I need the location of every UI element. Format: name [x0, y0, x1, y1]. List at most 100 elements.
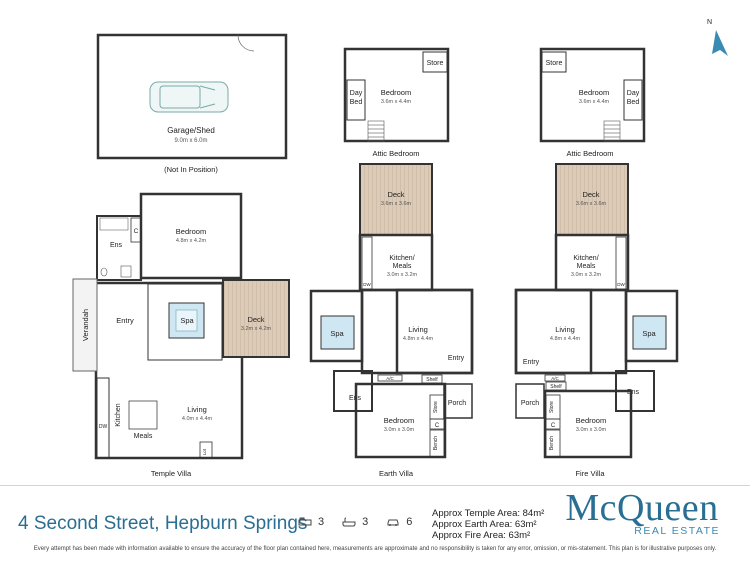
area-earth: Approx Earth Area: 63m² — [432, 519, 537, 530]
stairs-icon — [367, 120, 385, 142]
fire-store-label: Store — [549, 401, 555, 413]
dining-table-icon — [128, 400, 158, 430]
area-fire: Approx Fire Area: 63m² — [432, 530, 531, 541]
temple-living-label: Living — [187, 405, 207, 414]
earth-bench-label: Bench — [433, 436, 439, 450]
fire-villa-title: Fire Villa — [575, 469, 605, 478]
attic-bedroom-label: Bedroom — [381, 88, 411, 97]
earth-entry-label: Entry — [448, 355, 465, 362]
fire-deck-label: Deck — [582, 190, 599, 199]
temple-villa: Bedroom 4.8m x 4.2m C Ens Spa Deck 3.2m … — [72, 192, 290, 478]
temple-dw-label: DW — [99, 424, 108, 430]
fire-kitchen-label: Kitchen/ — [573, 255, 598, 262]
fire-bedroom-dim: 3.0m x 3.0m — [576, 427, 607, 433]
earth-living-label: Living — [408, 325, 428, 334]
earth-shelf-label: Shelf — [426, 377, 438, 383]
disclaimer: Every attempt has been made with informa… — [33, 546, 717, 552]
attic-bed-label: Bed — [627, 99, 640, 106]
earth-deck-dim: 3.6m x 3.6m — [381, 201, 412, 207]
temple-bedroom-dim: 4.8m x 4.2m — [176, 238, 207, 244]
temple-entry-label: Entry — [116, 316, 134, 325]
earth-dw-label: DW — [363, 282, 371, 287]
temple-ens-label: Ens — [110, 242, 123, 249]
earth-living-dim: 4.8m x 4.4m — [403, 336, 434, 342]
attic-day-label: Day — [627, 90, 640, 97]
earth-villa: Deck 3.6m x 3.6m Kitchen/ Meals 3.0m x 3… — [309, 163, 474, 478]
attic-bed-label: Bed — [350, 99, 363, 106]
earth-spa-label: Spa — [330, 329, 344, 338]
temple-deck-dim: 3.2m x 4.2m — [241, 326, 272, 332]
car-icon — [149, 81, 229, 113]
earth-kitchen-label: Kitchen/ — [389, 255, 414, 262]
temple-c-label: C — [134, 228, 139, 235]
logo-main: McQueen — [565, 487, 719, 529]
fire-c-label: C — [551, 423, 556, 429]
temple-verandah-label: Verandah — [81, 309, 90, 341]
attic-bedroom-earth: Store Day Bed Bedroom 3.6m x 4.4m Attic … — [343, 47, 450, 158]
car-count: 6 — [386, 516, 412, 528]
stairs-icon — [603, 120, 621, 142]
garage-note: (Not In Position) — [164, 165, 218, 174]
attic-title: Attic Bedroom — [372, 149, 419, 158]
bed-count-value: 3 — [318, 516, 325, 528]
fire-porch-label: Porch — [521, 400, 539, 407]
fire-meals-label: Meals — [577, 263, 596, 270]
basin-icon — [120, 265, 132, 278]
bed-count: 3 — [298, 516, 324, 528]
attic-title: Attic Bedroom — [566, 149, 613, 158]
garage-dim: 9.0m x 6.0m — [174, 138, 207, 144]
attic-bedroom-fire: Store Day Bed Bedroom 3.6m x 4.4m Attic … — [539, 47, 646, 158]
earth-meals-label: Meals — [393, 263, 412, 270]
area-temple: Approx Temple Area: 84m² — [432, 508, 545, 519]
fire-shelf-label: Shelf — [550, 384, 562, 390]
fire-dw-label: DW — [617, 282, 625, 287]
car-count-value: 6 — [406, 516, 413, 528]
attic-day-label: Day — [350, 90, 363, 97]
property-address: 4 Second Street, Hepburn Springs — [18, 513, 308, 534]
bed-icon — [298, 517, 312, 526]
fire-living-dim: 4.8m x 4.4m — [550, 336, 581, 342]
garage-shed: Garage/Shed 9.0m x 6.0m (Not In Position… — [96, 33, 288, 174]
temple-meals-label: Meals — [134, 433, 153, 440]
attic-bedroom-label: Bedroom — [579, 88, 609, 97]
earth-villa-title: Earth Villa — [379, 469, 414, 478]
earth-kitchen-dim: 3.0m x 3.2m — [387, 272, 418, 278]
attic-bedroom-dim: 3.6m x 4.4m — [579, 99, 610, 105]
fire-entry-label: Entry — [523, 359, 540, 366]
earth-porch-label: Porch — [448, 400, 466, 407]
footer: 4 Second Street, Hepburn Springs 3 3 6 A… — [0, 485, 750, 564]
temple-villa-title: Temple Villa — [151, 469, 192, 478]
fire-spa-label: Spa — [642, 329, 656, 338]
earth-c-label: C — [435, 423, 440, 429]
floor-plan: Garage/Shed 9.0m x 6.0m (Not In Position… — [72, 19, 728, 478]
attic-store-label: Store — [546, 60, 563, 67]
earth-store-label: Store — [433, 401, 439, 413]
earth-deck-label: Deck — [387, 190, 404, 199]
bath-count-value: 3 — [362, 516, 369, 528]
fire-living-label: Living — [555, 325, 575, 334]
earth-ac-label: A/C — [386, 376, 394, 381]
temple-kitchen-label: Kitchen — [115, 403, 122, 426]
temple-bedroom-label: Bedroom — [176, 227, 206, 236]
fire-villa: Deck 3.6m x 3.6m Kitchen/ Meals 3.0m x 3… — [514, 163, 679, 478]
area-list: Approx Temple Area: 84m² Approx Earth Ar… — [432, 508, 544, 541]
bath-icon — [342, 517, 356, 527]
temple-deck-label: Deck — [247, 315, 264, 324]
fire-deck-dim: 3.6m x 3.6m — [576, 201, 607, 207]
fire-kitchen-dim: 3.0m x 3.2m — [571, 272, 602, 278]
svg-text:N: N — [707, 19, 712, 26]
garage-label: Garage/Shed — [167, 126, 215, 135]
attic-store-label: Store — [427, 60, 444, 67]
car-icon — [387, 519, 399, 526]
fire-ens-label: Ens — [627, 389, 640, 396]
temple-living-dim: 4.0m x 4.4m — [182, 416, 213, 422]
north-arrow-icon: N — [707, 19, 728, 56]
fire-bench-label: Bench — [549, 436, 555, 450]
toilet-icon — [100, 267, 108, 277]
mcqueen-logo: McQueen REAL ESTATE — [552, 488, 732, 537]
fire-bedroom-label: Bedroom — [576, 416, 606, 425]
earth-bedroom-label: Bedroom — [384, 416, 414, 425]
feature-counts: 3 3 6 — [298, 516, 412, 528]
temple-lot-label: Lot — [202, 448, 207, 455]
temple-spa-label: Spa — [180, 316, 194, 325]
